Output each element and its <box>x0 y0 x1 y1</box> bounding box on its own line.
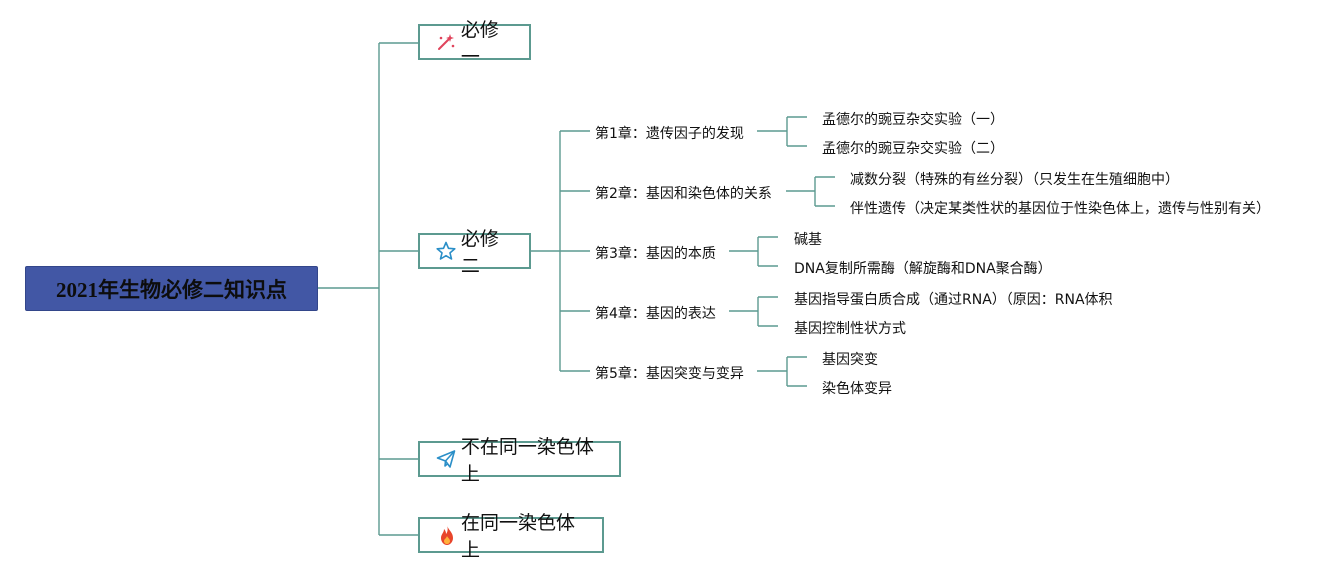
leaf-topic[interactable]: DNA复制所需酶（解旋酶和DNA聚合酶） <box>794 261 1052 277</box>
fire-icon <box>436 524 457 546</box>
leaf-topic[interactable]: 减数分裂（特殊的有丝分裂）（只发生在生殖细胞中） <box>850 172 1179 188</box>
root-title: 2021年生物必修二知识点 <box>56 277 287 302</box>
chapter-1[interactable]: 第1章：遗传因子的发现 <box>595 126 744 142</box>
paper-plane-icon <box>436 448 457 470</box>
chapter-2[interactable]: 第2章：基因和染色体的关系 <box>595 186 772 202</box>
leaf-topic[interactable]: 染色体变异 <box>822 381 892 397</box>
leaf-topic[interactable]: 基因控制性状方式 <box>794 321 906 337</box>
star-icon <box>436 240 457 262</box>
branch-label: 必修一 <box>460 19 499 68</box>
leaf-topic[interactable]: 基因突变 <box>822 352 878 368</box>
branch-label: 必修二 <box>460 228 499 277</box>
leaf-topic[interactable]: 基因指导蛋白质合成（通过RNA）（原因：RNA体积 <box>794 292 1113 308</box>
branch-bixiu-1[interactable]: 必修一 <box>418 19 531 68</box>
branch-not-same-chromosome[interactable]: 不在同一染色体上 <box>418 436 621 485</box>
branch-label: 不在同一染色体上 <box>460 436 594 485</box>
leaf-topic[interactable]: 碱基 <box>794 232 822 248</box>
chapter-5[interactable]: 第5章：基因突变与变异 <box>595 366 744 382</box>
leaf-topic[interactable]: 孟德尔的豌豆杂交实验（二） <box>822 141 1004 157</box>
branch-label: 在同一染色体上 <box>461 512 576 561</box>
chapter-4[interactable]: 第4章：基因的表达 <box>595 306 716 322</box>
root-topic[interactable]: 2021年生物必修二知识点 <box>25 266 318 311</box>
leaf-topic[interactable]: 伴性遗传（决定某类性状的基因位于性染色体上，遗传与性别有关） <box>850 201 1270 217</box>
branch-same-chromosome[interactable]: 在同一染色体上 <box>418 512 604 561</box>
branch-bixiu-2[interactable]: 必修二 <box>418 228 531 277</box>
chapter-3[interactable]: 第3章：基因的本质 <box>595 246 716 262</box>
leaf-topic[interactable]: 孟德尔的豌豆杂交实验（一） <box>822 112 1004 128</box>
magic-wand-icon <box>436 31 457 53</box>
